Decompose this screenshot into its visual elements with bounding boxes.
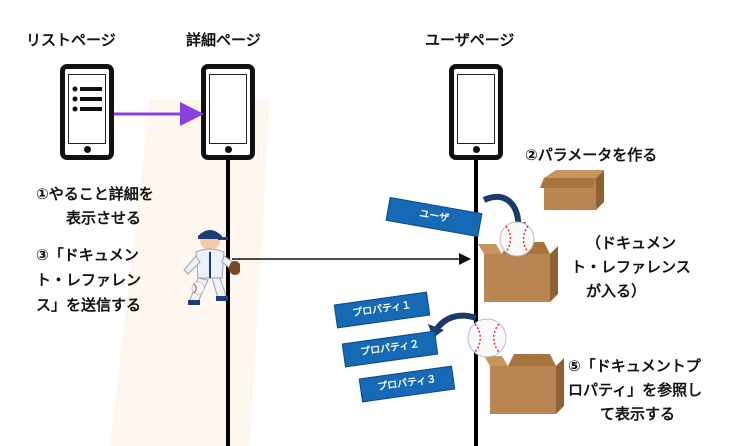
step3-text-line1: ③「ドキュメン <box>36 246 139 264</box>
header-user-page: ユーザページ <box>425 31 515 49</box>
cardboard-box-icon <box>484 354 564 414</box>
step1-text-line2: 表示させる <box>66 209 142 227</box>
curved-arrow-icon <box>433 312 477 332</box>
baseball-player-icon <box>183 230 240 305</box>
cardboard-box-icon <box>478 242 558 302</box>
user-page-lifeline <box>474 160 478 446</box>
step5-text-line2: ロパティ」を参照し <box>568 381 703 399</box>
smartphone-icon <box>457 74 495 144</box>
user-page-phone <box>449 64 503 160</box>
step5-text-line1: ⑤「ドキュメントプ <box>568 357 701 375</box>
cardboard-box-icon <box>540 170 604 210</box>
step4-text-line3: が入る） <box>586 282 647 300</box>
step5-text-line3: て表示する <box>600 405 676 423</box>
header-detail-page: 詳細ページ <box>186 31 261 49</box>
list-page-phone <box>60 64 114 160</box>
step3-text-line2: ト・レファレン <box>36 271 142 289</box>
smartphone-icon <box>209 74 247 144</box>
step3-text-line3: ス」を送信する <box>36 296 142 314</box>
detail-page-lifeline <box>226 160 230 446</box>
header-list-page: リストページ <box>26 31 116 49</box>
step4-text-line1: （ドキュメン <box>586 234 677 252</box>
step4-text-line2: ト・レファレンス <box>571 258 691 276</box>
baseball-icon <box>499 221 535 257</box>
baseball-icon <box>467 318 507 358</box>
detail-page-phone <box>201 64 255 160</box>
smartphone-icon <box>68 74 106 144</box>
step1-text-line1: ①やること詳細を <box>36 185 154 203</box>
step2-text: ②パラメータを作る <box>525 146 658 164</box>
